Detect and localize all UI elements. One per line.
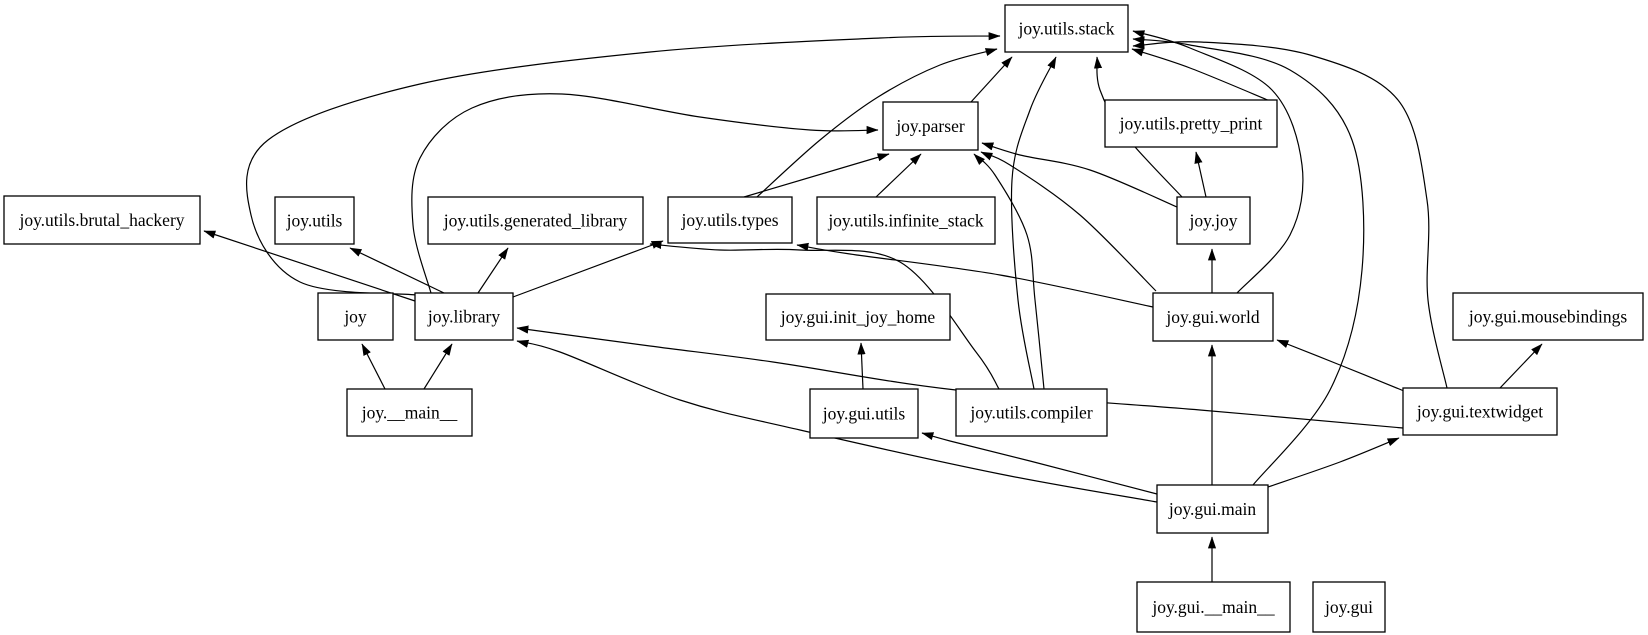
edge-pretty-stack — [1131, 48, 1271, 102]
graph-node-parser: joy.parser — [882, 101, 979, 151]
graph-node-joyjoy: joy.joy — [1176, 196, 1251, 245]
edge-compiler-stack — [1010, 56, 1057, 390]
edge-compiler-parser — [973, 153, 1045, 390]
graph-node-brutal: joy.utils.brutal_hackery — [3, 195, 201, 245]
edge-infstack-parser — [875, 153, 922, 198]
node-box-compiler — [955, 388, 1108, 437]
edge-library-types — [512, 240, 664, 298]
node-label-guimain: joy.gui.main — [1168, 499, 1257, 519]
edge-library-genlib — [477, 247, 509, 294]
node-box-inithome — [765, 293, 951, 341]
edge-guimain-stack — [1132, 36, 1365, 486]
edge-jmain-joy — [361, 343, 386, 390]
edge-joyjoy-pretty — [1194, 151, 1207, 198]
node-box-pretty — [1104, 99, 1278, 148]
graph-node-utils: joy.utils — [274, 196, 355, 245]
node-box-joyjoy — [1176, 196, 1251, 245]
graph-node-mouseb: joy.gui.mousebindings — [1452, 292, 1644, 341]
edge-parser-stack — [970, 56, 1013, 103]
node-box-brutal — [3, 195, 201, 245]
node-box-guimain — [1156, 484, 1269, 534]
node-box-world — [1152, 292, 1274, 342]
node-label-inithome: joy.gui.init_joy_home — [780, 307, 936, 327]
graph-node-types: joy.utils.types — [667, 196, 793, 244]
node-box-guimainmain — [1136, 581, 1291, 633]
edge-compiler-genlib — [649, 240, 1000, 390]
edge-textwidget-library — [516, 325, 1404, 429]
node-label-jmain: joy.__main__ — [361, 403, 458, 423]
node-box-textwidget — [1402, 387, 1558, 436]
node-label-utils: joy.utils — [286, 211, 343, 231]
graph-node-inithome: joy.gui.init_joy_home — [765, 293, 951, 341]
edge-world-types — [796, 242, 1154, 308]
edge-library-brutal — [203, 230, 416, 302]
graph-node-joy: joy — [317, 292, 394, 341]
edge-library-utils — [349, 247, 445, 294]
graph-node-library: joy.library — [414, 292, 514, 341]
node-label-textwidget: joy.gui.textwidget — [1416, 402, 1543, 422]
node-label-library: joy.library — [427, 307, 500, 327]
node-label-compiler: joy.utils.compiler — [969, 403, 1092, 423]
node-box-types — [667, 196, 793, 244]
graph-node-jmain: joy.__main__ — [346, 388, 473, 437]
edge-guiutils-inithome — [857, 342, 866, 390]
edge-types-parser — [743, 153, 890, 198]
edge-library-stack — [245, 32, 1001, 296]
edge-textwidget-mouseb — [1499, 343, 1543, 389]
node-box-guiutils — [809, 388, 919, 439]
node-box-parser — [882, 101, 979, 151]
graph-node-guiutils: joy.gui.utils — [809, 388, 919, 439]
graph-node-infstack: joy.utils.infinite_stack — [816, 196, 996, 245]
node-box-mouseb — [1452, 292, 1644, 341]
edge-world-stack — [1132, 30, 1304, 294]
edge-textwidget-world — [1276, 339, 1405, 392]
edge-library-parser — [411, 93, 879, 294]
node-label-joyjoy: joy.joy — [1189, 211, 1238, 231]
graph-node-guimainmain: joy.gui.__main__ — [1136, 581, 1291, 633]
graph-node-pretty: joy.utils.pretty_print — [1104, 99, 1278, 148]
graph-node-compiler: joy.utils.compiler — [955, 388, 1108, 437]
edge-guimain-textwidget — [1267, 437, 1400, 488]
node-label-types: joy.utils.types — [680, 210, 778, 230]
node-label-stack: joy.utils.stack — [1017, 19, 1114, 39]
node-box-gui — [1312, 581, 1386, 633]
graph-node-guimain: joy.gui.main — [1156, 484, 1269, 534]
edge-jmain-library — [423, 343, 453, 390]
edge-world-parser — [980, 151, 1157, 292]
node-label-infstack: joy.utils.infinite_stack — [827, 211, 984, 231]
graph-node-gui: joy.gui — [1312, 581, 1386, 633]
node-label-mouseb: joy.gui.mousebindings — [1468, 307, 1628, 327]
node-label-joy: joy — [343, 307, 367, 327]
nodes-layer: joy.utils.stack joy.parser joy.utils.prett… — [3, 4, 1644, 633]
node-box-infstack — [816, 196, 996, 245]
edge-types-stack — [756, 48, 998, 198]
node-label-gui: joy.gui — [1324, 597, 1373, 617]
node-label-world: joy.gui.world — [1165, 307, 1259, 327]
node-box-stack — [1004, 4, 1129, 53]
node-label-parser: joy.parser — [895, 116, 965, 136]
graph-node-textwidget: joy.gui.textwidget — [1402, 387, 1558, 436]
graph-node-genlib: joy.utils.generated_library — [427, 196, 644, 245]
node-label-guimainmain: joy.gui.__main__ — [1151, 597, 1275, 617]
node-box-utils — [274, 196, 355, 245]
node-box-jmain — [346, 388, 473, 437]
edge-guimain-guiutils — [921, 432, 1158, 495]
node-label-pretty: joy.utils.pretty_print — [1119, 114, 1263, 134]
graph-node-stack: joy.utils.stack — [1004, 4, 1129, 53]
node-label-genlib: joy.utils.generated_library — [443, 211, 628, 231]
node-label-brutal: joy.utils.brutal_hackery — [18, 210, 184, 230]
node-label-guiutils: joy.gui.utils — [822, 404, 906, 424]
edge-textwidget-stack — [1132, 41, 1448, 389]
edge-joyjoy-parser — [981, 142, 1178, 208]
graph-node-world: joy.gui.world — [1152, 292, 1274, 342]
node-box-joy — [317, 292, 394, 341]
edge-guimain-library — [516, 339, 1158, 503]
node-box-genlib — [427, 196, 644, 245]
node-box-library — [414, 292, 514, 341]
